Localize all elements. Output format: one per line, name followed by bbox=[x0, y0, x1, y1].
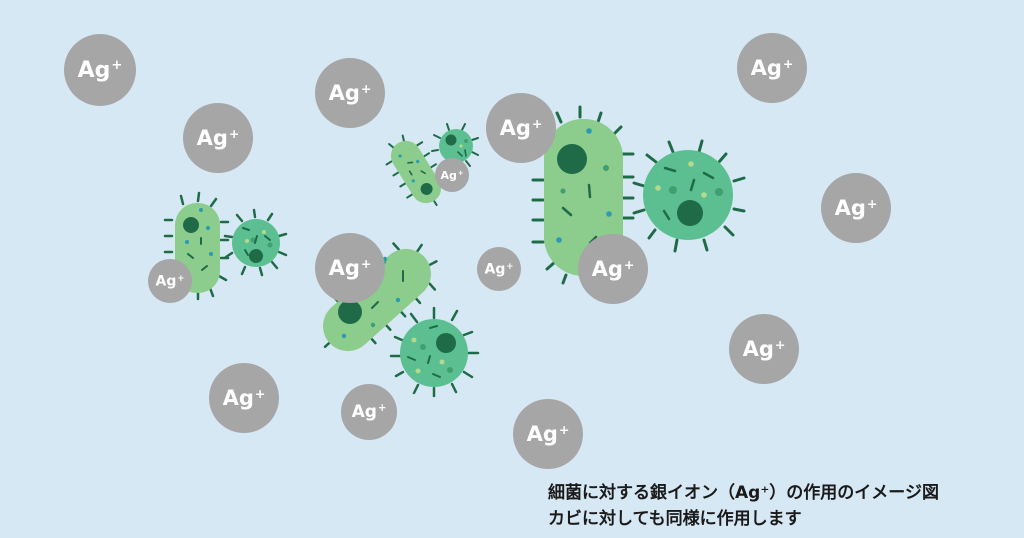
caption: 細菌に対する銀イオン（Ag⁺）の作用のイメージ図 カビに対しても同様に作用します bbox=[548, 480, 939, 532]
ion-label: Ag+ bbox=[742, 337, 786, 361]
silver-ion: Ag+ bbox=[183, 103, 253, 173]
silver-ion: Ag+ bbox=[513, 399, 583, 469]
ion-label: Ag+ bbox=[155, 272, 185, 290]
cocci-bacterium-4 bbox=[632, 139, 746, 253]
ion-label: Ag+ bbox=[591, 257, 635, 281]
silver-ion: Ag+ bbox=[435, 158, 469, 192]
cocci-bacterium-2 bbox=[431, 123, 479, 167]
silver-ion: Ag+ bbox=[315, 58, 385, 128]
ion-label: Ag+ bbox=[196, 126, 240, 150]
silver-ion: Ag+ bbox=[64, 34, 136, 106]
ion-label: Ag+ bbox=[440, 168, 464, 182]
ion-label: Ag+ bbox=[77, 57, 123, 83]
ion-label: Ag+ bbox=[222, 386, 266, 410]
ion-label: Ag+ bbox=[328, 256, 372, 280]
silver-ion: Ag+ bbox=[821, 173, 891, 243]
caption-line-1: 細菌に対する銀イオン（Ag⁺）の作用のイメージ図 bbox=[548, 483, 939, 503]
silver-ion: Ag+ bbox=[486, 93, 556, 163]
silver-ion: Ag+ bbox=[315, 233, 385, 303]
ion-label: Ag+ bbox=[499, 116, 543, 140]
silver-ion: Ag+ bbox=[729, 314, 799, 384]
ion-label: Ag+ bbox=[484, 260, 514, 278]
silver-ion: Ag+ bbox=[578, 234, 648, 304]
silver-ion: Ag+ bbox=[148, 259, 192, 303]
cocci-bacterium-3 bbox=[389, 306, 480, 398]
ion-label: Ag+ bbox=[750, 56, 794, 80]
cocci-bacterium-1 bbox=[223, 208, 288, 277]
rod-bacterium-4 bbox=[531, 105, 635, 285]
silver-ion: Ag+ bbox=[737, 33, 807, 103]
silver-ion: Ag+ bbox=[477, 247, 521, 291]
caption-line-2: カビに対しても同様に作用します bbox=[548, 509, 802, 529]
ion-label: Ag+ bbox=[351, 402, 387, 422]
silver-ion: Ag+ bbox=[209, 363, 279, 433]
silver-ion: Ag+ bbox=[341, 384, 397, 440]
ion-label: Ag+ bbox=[834, 196, 878, 220]
ion-label: Ag+ bbox=[526, 422, 570, 446]
ion-label: Ag+ bbox=[328, 81, 372, 105]
